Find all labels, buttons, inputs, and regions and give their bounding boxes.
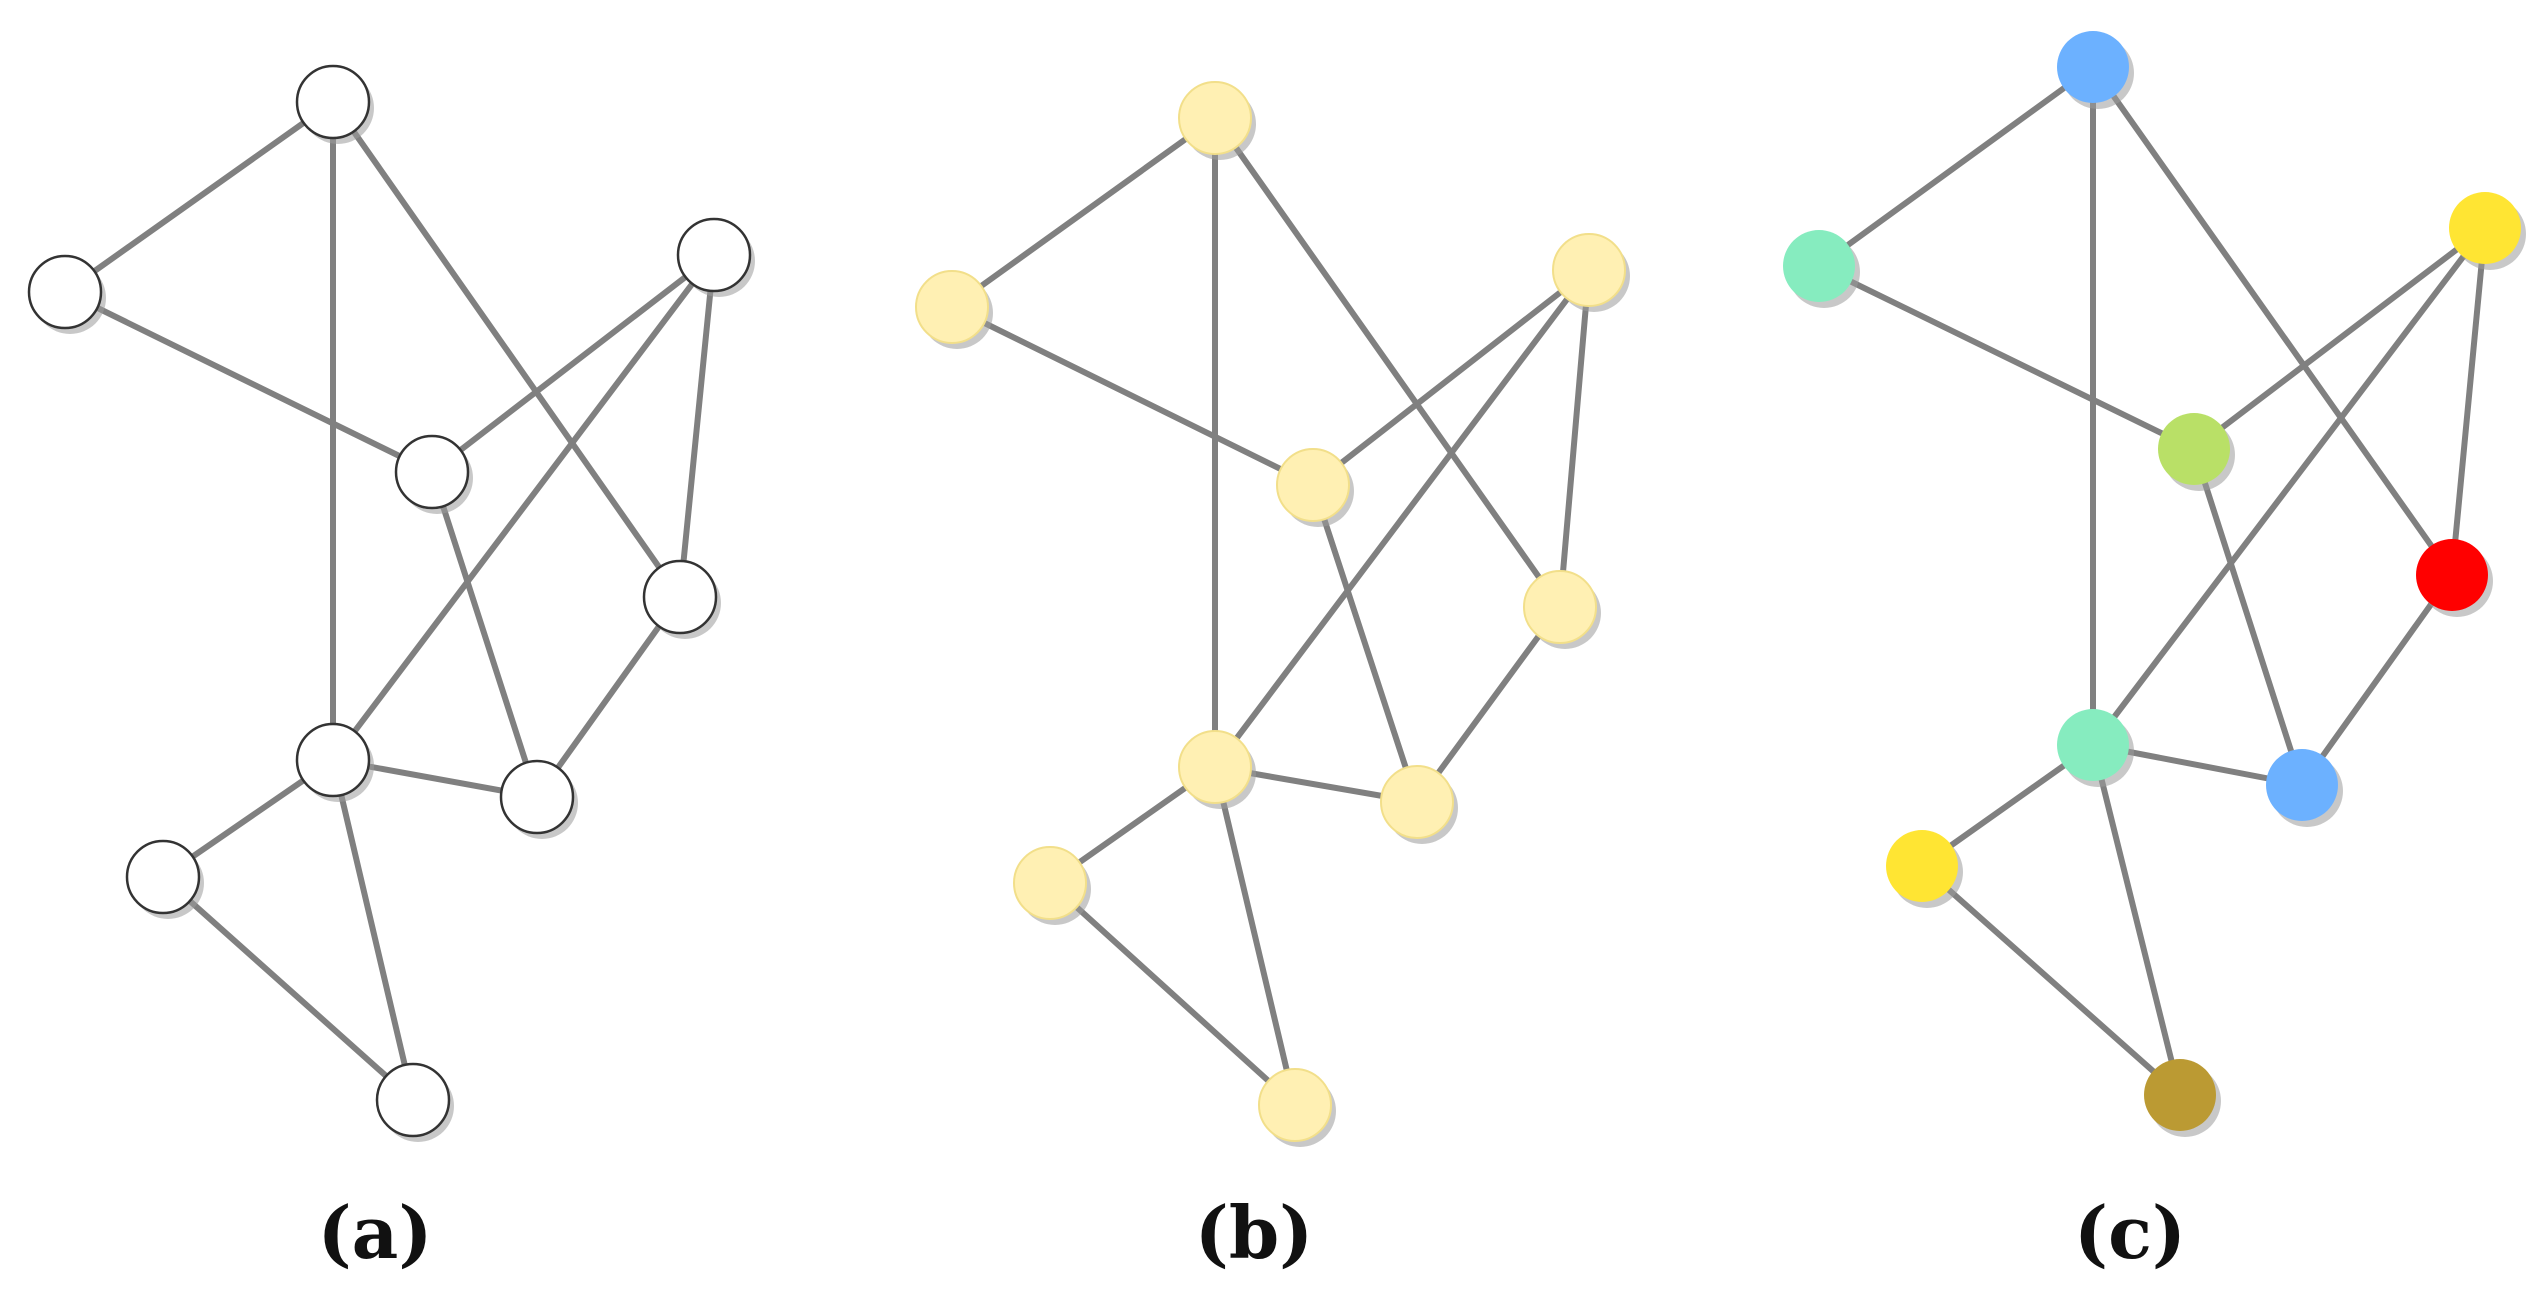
panel-c-edge-center-lower-mid <box>2191 446 2305 788</box>
panel-c-node-lower-left <box>1886 830 1958 902</box>
panel-c-node-bottom <box>2144 1059 2216 1131</box>
panel-c-node-right <box>2416 539 2488 611</box>
panel-b-node-bottom <box>1258 1068 1332 1142</box>
panel-a-edge-left-center <box>62 289 435 475</box>
panel-a-edge-upper-right-mid <box>330 252 717 763</box>
panel-c-edge-mid-bottom <box>2090 742 2183 1098</box>
panel-b-uniform-colored-graph <box>915 81 1630 1147</box>
panel-b-edge-center-lower-mid <box>1310 482 1420 805</box>
panel-a-node-lower-left <box>125 839 201 915</box>
panel-b-edge-upper-right-right <box>1557 267 1592 610</box>
panel-c-edge-top-right <box>2090 64 2455 578</box>
panel-c-edge-left-center <box>1816 263 2197 452</box>
panel-c-edge-upper-right-mid <box>2090 225 2488 748</box>
panel-b-node-lower-mid <box>1380 765 1454 839</box>
panel-a-node-lower-mid <box>499 759 575 835</box>
panel-b-node-center <box>1276 448 1350 522</box>
panel-b-edge-top-right <box>1212 115 1563 610</box>
panel-c-label: (c) <box>2074 1190 2186 1275</box>
panel-b-edge-center-upper-right <box>1310 267 1592 488</box>
panel-a-node-upper-right <box>676 217 752 293</box>
panel-a-node-right <box>642 559 718 635</box>
panel-b-node-upper-right <box>1552 233 1626 307</box>
panel-c-edge-center-upper-right <box>2191 225 2488 452</box>
panel-b-node-mid <box>1178 730 1252 804</box>
panel-a-node-center <box>394 434 470 510</box>
panel-a-edge-mid-bottom <box>330 757 416 1103</box>
panel-b-node-top <box>1178 81 1252 155</box>
panel-b-edge-lower-left-bottom <box>1047 880 1298 1108</box>
panel-a-node-top <box>295 64 371 140</box>
panel-b-node-right <box>1523 570 1597 644</box>
panel-c-properly-colored-graph <box>1783 31 2526 1137</box>
panel-a-label: (a) <box>318 1190 433 1275</box>
panel-a-edge-center-upper-right <box>429 252 717 475</box>
panel-b-node-left <box>915 270 989 344</box>
panel-c-node-top <box>2057 31 2129 103</box>
panel-b-edge-right-lower-mid <box>1414 604 1563 805</box>
panel-a-node-mid <box>295 722 371 798</box>
panel-a-edge-right-lower-mid <box>534 594 683 800</box>
panel-c-edge-right-lower-mid <box>2299 572 2455 788</box>
panel-b-edge-mid-bottom <box>1212 764 1298 1108</box>
panel-c-edge-top-left <box>1816 64 2096 269</box>
panel-b-edge-left-center <box>949 304 1316 488</box>
panel-a-edge-top-right <box>330 99 683 600</box>
panel-c-node-center <box>2158 413 2230 485</box>
panel-b-node-lower-left <box>1013 846 1087 920</box>
panel-b-edge-upper-right-mid <box>1212 267 1592 770</box>
panel-c-node-mid <box>2057 709 2129 781</box>
panel-a-edge-lower-left-bottom <box>160 874 416 1103</box>
panel-a-edge-center-lower-mid <box>429 469 540 800</box>
panel-b-edge-top-left <box>949 115 1218 310</box>
panel-c-node-left <box>1783 230 1855 302</box>
panel-a-edge-top-left <box>62 99 336 295</box>
panel-c-edge-upper-right-right <box>2449 225 2488 578</box>
panel-a-uncolored-graph <box>27 64 755 1142</box>
panel-a-node-left <box>27 254 103 330</box>
panel-c-node-upper-right <box>2449 192 2521 264</box>
panel-c-edge-lower-left-bottom <box>1919 863 2183 1098</box>
panel-a-edge-upper-right-right <box>677 252 717 600</box>
panel-c-node-lower-mid <box>2266 749 2338 821</box>
panel-a-node-bottom <box>375 1062 451 1138</box>
panel-b-label: (b) <box>1195 1190 1313 1275</box>
